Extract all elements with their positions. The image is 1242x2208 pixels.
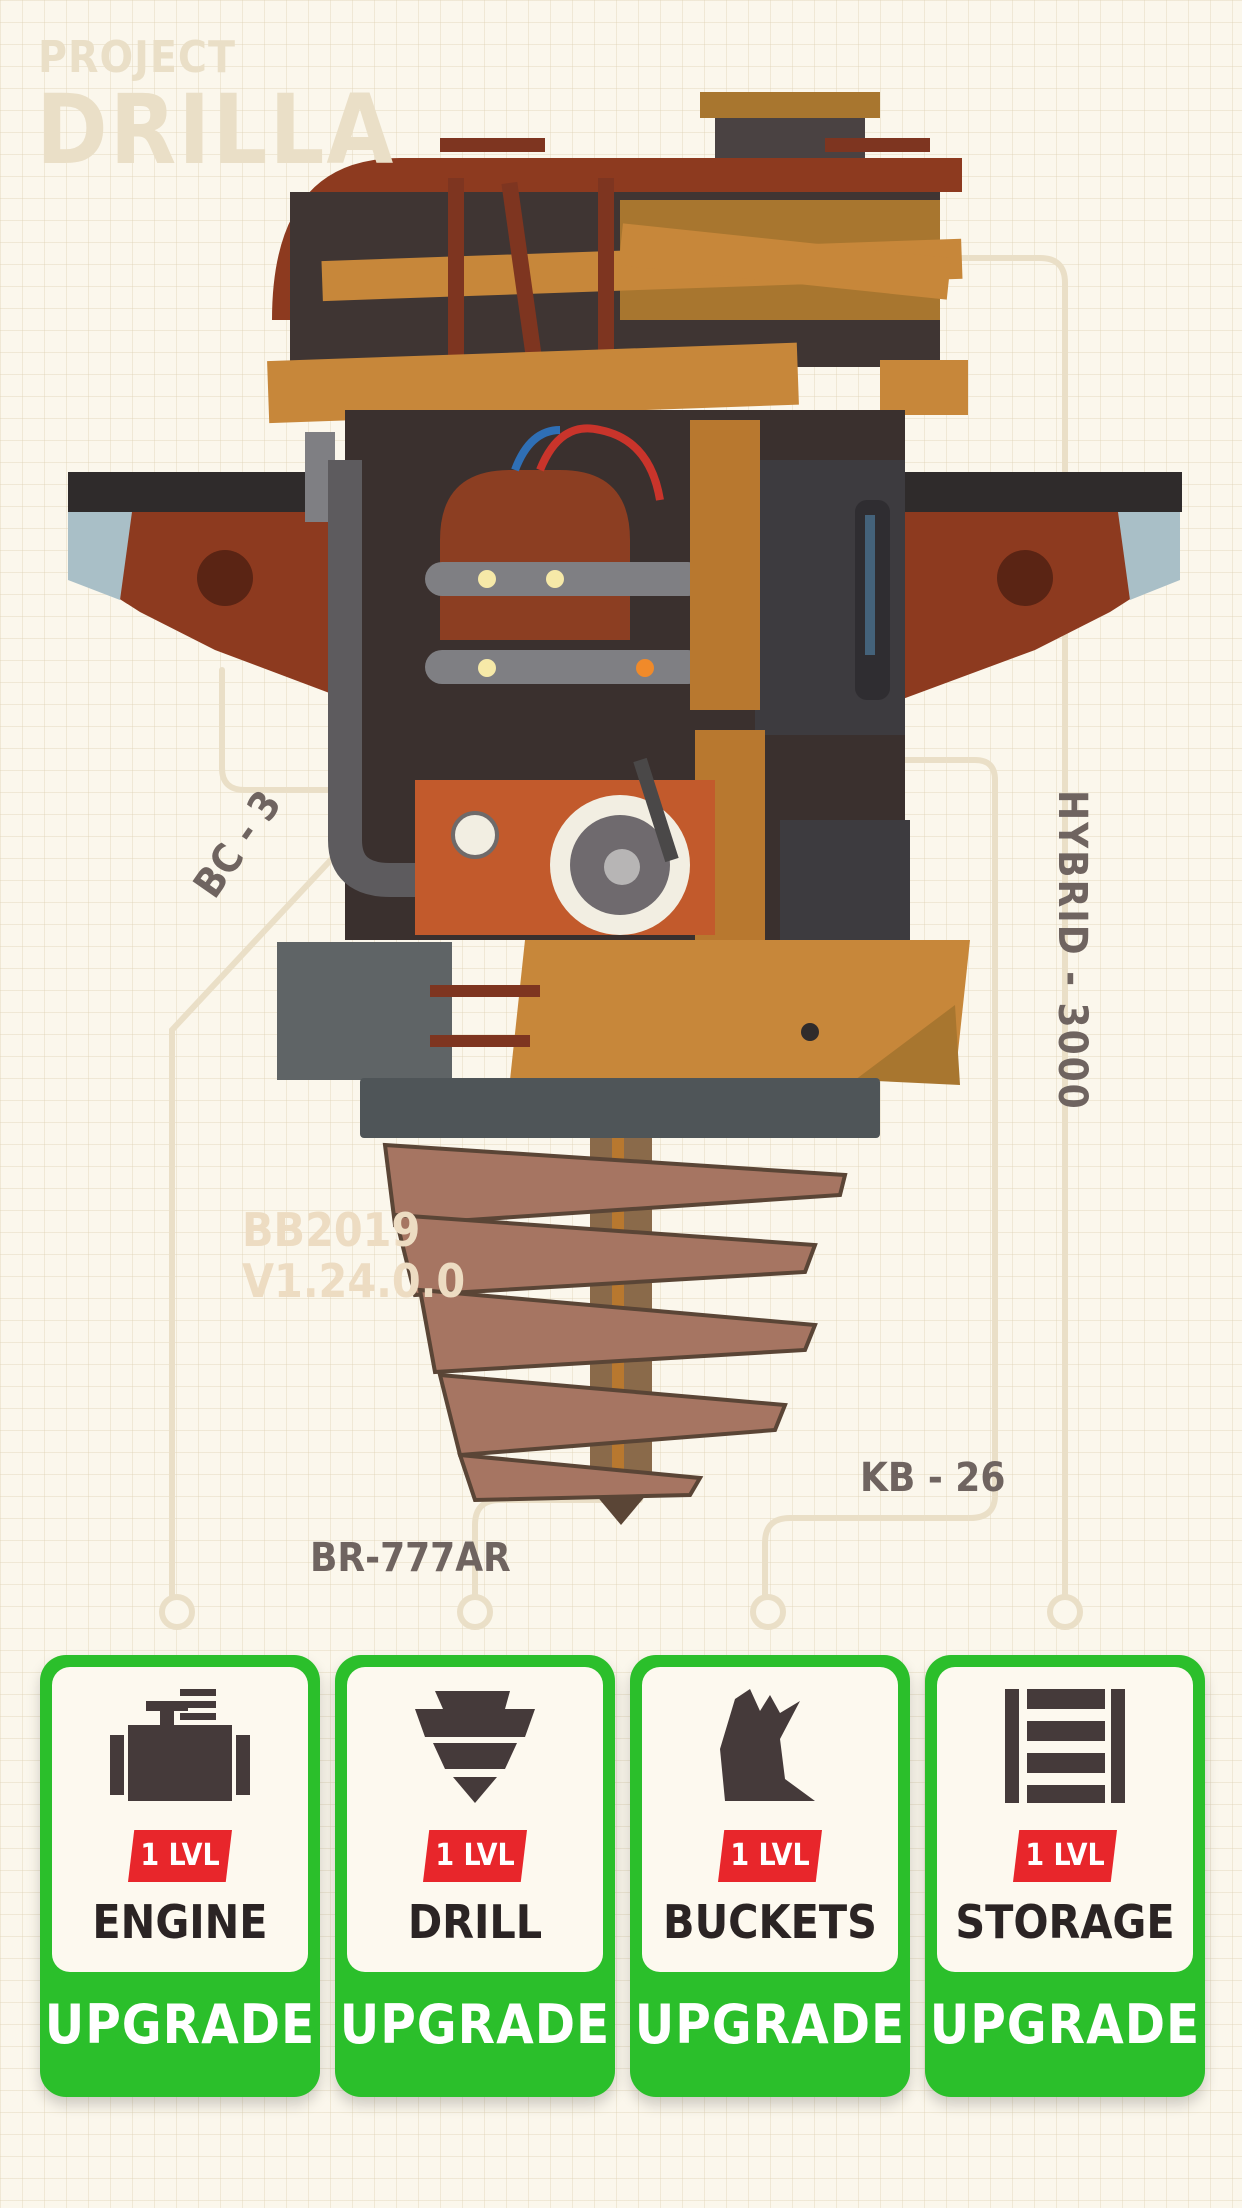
circuit-node-1 [159,1594,195,1630]
title-project: PROJECT [38,32,236,83]
version-line2: V1.24.0.0 [242,1253,466,1308]
upgrade-drill-button[interactable]: UPGRADE [339,1993,611,2056]
card-engine-panel: 1 LVL ENGINE [52,1667,308,1972]
circuit-line-bc [169,847,343,1601]
card-drill: 1 LVL DRILL UPGRADE [335,1655,615,2097]
version-text: BB2019 V1.24.0.0 [242,1205,465,1306]
storage-icon [1005,1689,1125,1803]
version-line1: BB2019 [242,1203,421,1257]
card-buckets-panel: 1 LVL BUCKETS [642,1667,898,1972]
level-badge: 1 LVL [128,1830,232,1882]
level-badge: 1 LVL [718,1830,822,1882]
level-badge: 1 LVL [423,1830,527,1882]
label-kb: KB - 26 [860,1455,1006,1501]
circuit-node-4 [1047,1594,1083,1630]
drill-icon [415,1691,535,1803]
card-storage-panel: 1 LVL STORAGE [937,1667,1193,1972]
circuit-line-hybrid [937,255,1068,1601]
circuit-line-kb [762,757,998,1601]
engine-icon [110,1689,250,1801]
upgrade-engine-button[interactable]: UPGRADE [44,1993,316,2056]
circuit-line-left-loop [219,667,348,793]
circuit-node-3 [750,1594,786,1630]
bucket-icon [720,1689,815,1801]
label-hybrid: HYBRID - 3000 [1049,790,1095,1111]
label-br: BR-777AR [310,1535,511,1581]
upgrade-buckets-button[interactable]: UPGRADE [634,1993,906,2056]
card-buckets: 1 LVL BUCKETS UPGRADE [630,1655,910,2097]
card-drill-panel: 1 LVL DRILL [347,1667,603,1972]
card-title: STORAGE [955,1895,1175,1949]
card-storage: 1 LVL STORAGE UPGRADE [925,1655,1205,2097]
circuit-node-2 [457,1594,493,1630]
card-title: DRILL [407,1895,543,1949]
card-engine: 1 LVL ENGINE UPGRADE [40,1655,320,2097]
upgrade-storage-button[interactable]: UPGRADE [929,1993,1201,2056]
card-title: ENGINE [92,1895,268,1949]
title-drilla: DRILLA [36,74,396,186]
level-badge: 1 LVL [1013,1830,1117,1882]
card-title: BUCKETS [663,1895,877,1949]
